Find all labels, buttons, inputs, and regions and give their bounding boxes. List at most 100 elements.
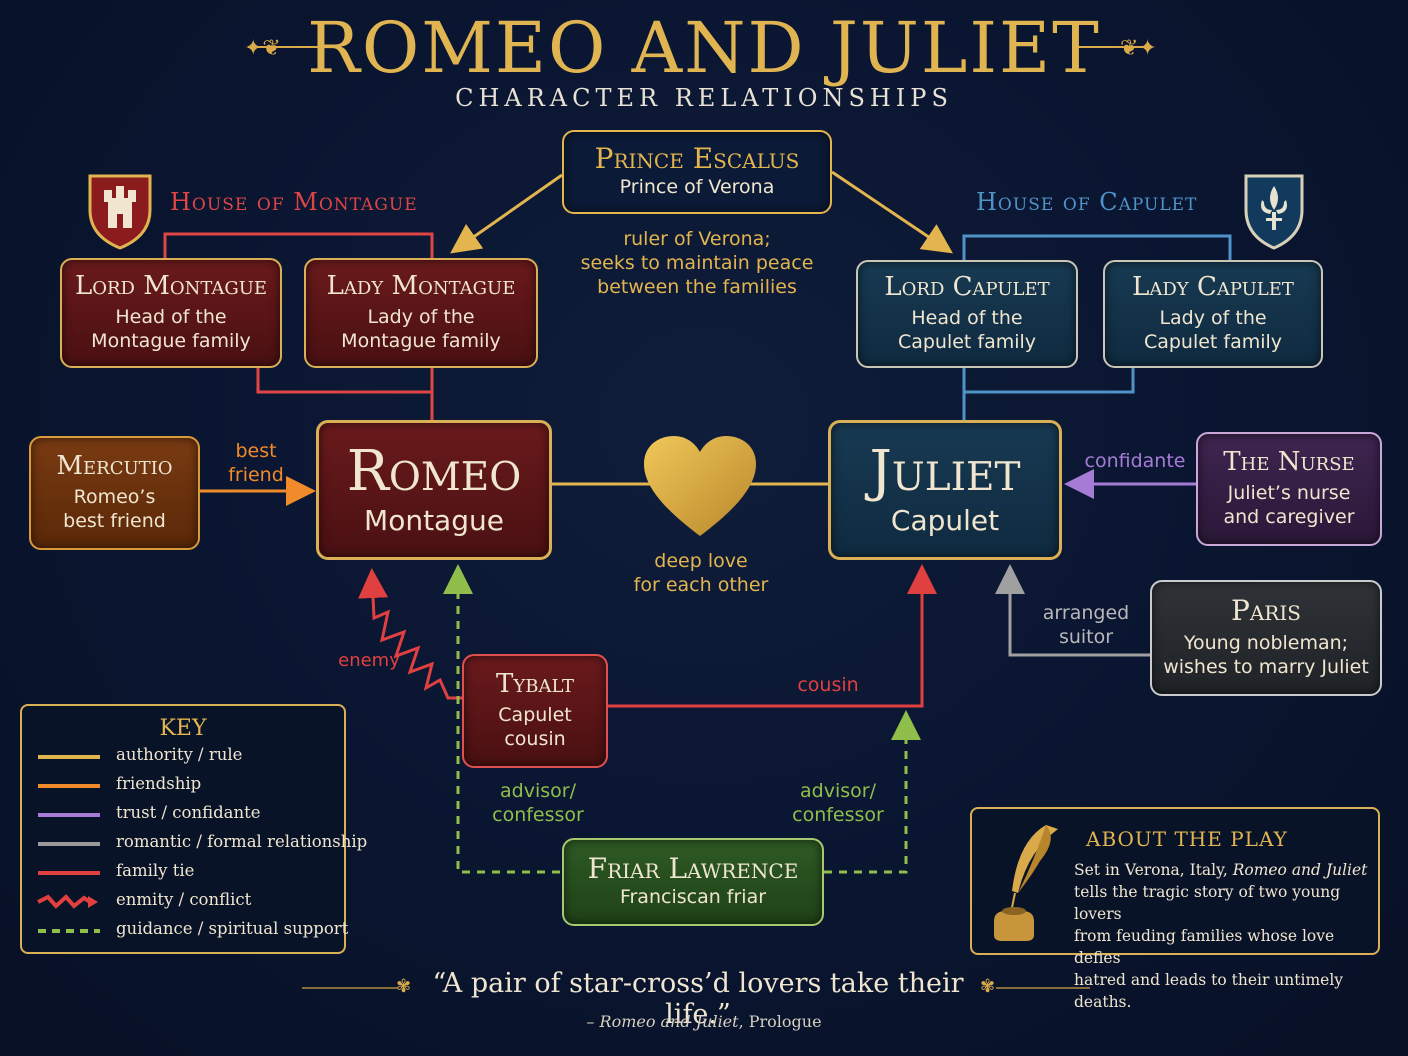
romeo-desc: Montague — [364, 503, 504, 537]
prince-note-line: seeks to maintain peace — [580, 251, 814, 274]
juliet-name: Juliet — [869, 439, 1021, 504]
key-item-label: family tie — [116, 861, 195, 880]
suitor-label-line: arranged — [1042, 602, 1130, 624]
advisor-label-line: confessor — [792, 803, 884, 826]
best-friend-label-line: best — [235, 440, 277, 462]
suitor-label: arranged suitor — [1030, 602, 1142, 650]
lord-capulet-node[interactable]: Lord Capulet Head of the Capulet family — [856, 260, 1078, 368]
about-panel: ABOUT THE PLAY Set in Verona, Italy, Rom… — [970, 807, 1380, 1011]
enemy-label: enemy — [338, 650, 400, 671]
juliet-desc: Capulet — [890, 503, 1000, 537]
lord-montague-name: Lord Montague — [74, 271, 268, 302]
lady-montague-desc: Lady of the — [367, 305, 475, 328]
advisor-right-label: advisor/ confessor — [784, 780, 892, 828]
mercutio-desc: Romeo’s — [73, 485, 156, 508]
key-item-label: romantic / formal relationship — [116, 832, 368, 851]
prince-to-montague-arrow — [450, 173, 563, 254]
juliet-node[interactable]: Juliet Capulet — [828, 420, 1062, 560]
key-swatch — [38, 813, 100, 817]
about-line: hatred and leads to their untimely death… — [1074, 971, 1344, 1011]
friar-lawrence-node[interactable]: Friar Lawrence Franciscan friar — [562, 838, 824, 926]
love-label-line: deep love — [654, 550, 748, 572]
key-swatch — [38, 784, 100, 788]
key-swatch — [38, 842, 100, 846]
key-item: enmity / conflict — [22, 888, 344, 917]
flourish-ornament-icon: ✾ — [396, 976, 412, 997]
paris-arrow — [995, 564, 1150, 657]
advisor-left-label: advisor/ confessor — [484, 780, 592, 828]
key-items: authority / rule friendship trust / confid… — [22, 743, 367, 946]
key-item: trust / confidante — [22, 801, 344, 830]
lady-montague-desc: Montague family — [341, 330, 501, 353]
tybalt-desc: cousin — [504, 728, 566, 751]
paris-node[interactable]: Paris Young nobleman; wishes to marry Ju… — [1150, 580, 1382, 696]
advisor-label-line: advisor/ — [800, 780, 876, 802]
flourish-ornament-icon: ✦❦ — [244, 36, 281, 61]
friar-to-romeo-guidance — [443, 564, 560, 874]
capulet-to-juliet-link — [962, 368, 1135, 422]
suitor-label-line: suitor — [1058, 625, 1114, 648]
key-item: romantic / formal relationship — [22, 830, 367, 859]
friar-to-juliet-guidance — [824, 710, 921, 874]
about-line: tells the tragic story of two young love… — [1074, 883, 1341, 923]
about-line: from feuding families whose love defies — [1074, 927, 1335, 967]
lady-capulet-desc: Capulet family — [1143, 331, 1283, 354]
lord-montague-desc: Head of the — [115, 305, 227, 328]
key-item: guidance / spiritual support — [22, 917, 348, 946]
about-body: Set in Verona, Italy, Romeo and Juliet t… — [1074, 859, 1374, 1013]
key-item-label: enmity / conflict — [116, 890, 252, 909]
castle-shield-icon — [88, 174, 152, 250]
lady-montague-node[interactable]: Lady Montague Lady of the Montague famil… — [304, 258, 538, 368]
quote-attribution: – Romeo and Juliet, Prologue — [0, 1012, 1408, 1031]
about-title: ABOUT THE PLAY — [1086, 827, 1288, 851]
mercutio-node[interactable]: Mercutio Romeo’s best friend — [29, 436, 200, 550]
enemy-zigzag — [358, 568, 462, 700]
paris-name: Paris — [1231, 593, 1301, 627]
romeo-name: Romeo — [346, 439, 522, 504]
house-capulet-title: House of Capulet — [976, 188, 1198, 216]
best-friend-label: best friend — [212, 440, 300, 488]
tybalt-node[interactable]: Tybalt Capulet cousin — [462, 654, 608, 768]
lord-montague-desc: Montague family — [91, 330, 251, 353]
tybalt-desc: Capulet — [498, 703, 572, 726]
key-item-label: friendship — [116, 774, 202, 793]
montague-to-romeo-link — [256, 368, 434, 422]
lady-capulet-node[interactable]: Lady Capulet Lady of the Capulet family — [1103, 260, 1323, 368]
quill-inkwell-icon — [994, 825, 1058, 941]
montague-parents-link — [163, 232, 434, 258]
lady-montague-name: Lady Montague — [326, 271, 516, 302]
key-item-label: authority / rule — [116, 745, 243, 764]
lady-capulet-name: Lady Capulet — [1132, 272, 1294, 303]
about-play-title: Romeo and Juliet — [1232, 861, 1368, 879]
prince-to-capulet-arrow — [831, 170, 953, 254]
best-friend-label-line: friend — [228, 463, 284, 486]
page-subtitle: CHARACTER RELATIONSHIPS — [455, 84, 953, 112]
fleur-de-lis-shield-icon — [1244, 174, 1304, 250]
mercutio-desc: best friend — [63, 510, 166, 533]
page-title: ROMEO AND JULIET — [307, 7, 1101, 89]
prince-desc: Prince of Verona — [619, 176, 775, 199]
key-swatch — [38, 929, 100, 933]
nurse-node[interactable]: The Nurse Juliet’s nurse and caregiver — [1196, 432, 1382, 546]
about-text: Set in Verona, Italy, — [1074, 861, 1233, 879]
advisor-label-line: advisor/ — [500, 780, 576, 802]
quote-text: “A pair of star-cross’d lovers take thei… — [432, 968, 964, 1030]
quote-attribution-dash: – — [586, 1012, 600, 1031]
key-swatch — [38, 755, 100, 759]
lord-capulet-desc: Head of the — [911, 306, 1023, 329]
prince-note-line: between the families — [597, 275, 797, 298]
romeo-node[interactable]: Romeo Montague — [316, 420, 552, 560]
key-item: family tie — [22, 859, 344, 888]
advisor-label-line: confessor — [492, 803, 584, 826]
confidante-label: confidante — [1084, 450, 1186, 472]
prince-escalus-node[interactable]: Prince Escalus Prince of Verona — [562, 130, 832, 214]
friar-desc: Franciscan friar — [619, 886, 767, 909]
quote-attribution-rest: , Prologue — [738, 1012, 822, 1031]
cousin-arrow — [608, 564, 937, 708]
key-item-label: trust / confidante — [116, 803, 261, 822]
lord-montague-node[interactable]: Lord Montague Head of the Montague famil… — [60, 258, 282, 368]
flourish-ornament-icon: ❦✦ — [1120, 36, 1157, 61]
heart-icon — [644, 436, 756, 536]
